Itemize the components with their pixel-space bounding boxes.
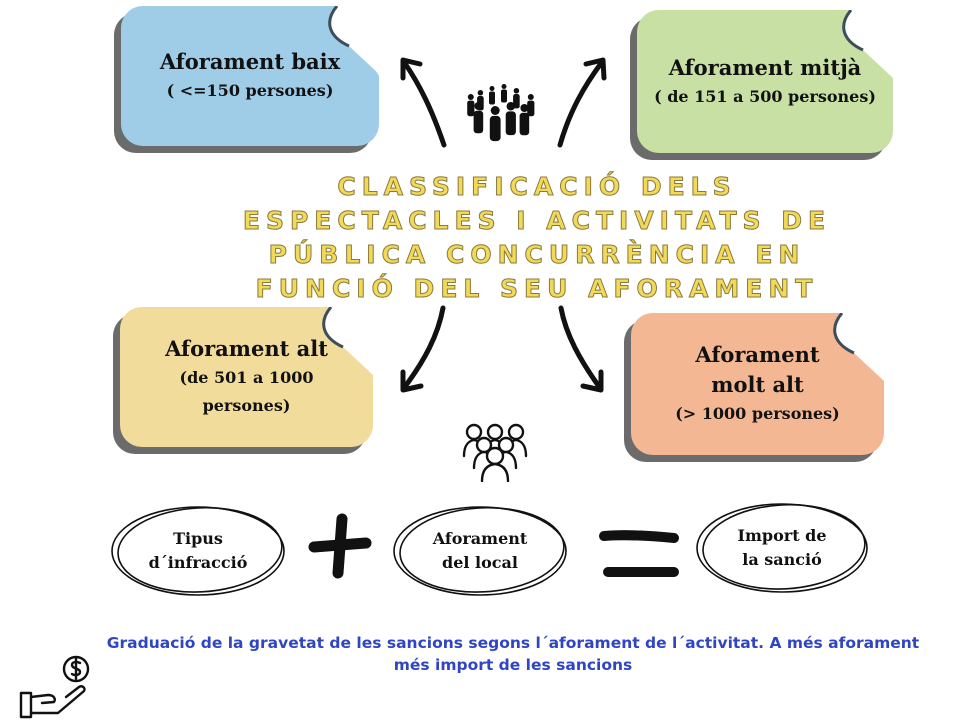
note-aforament-baix: Aforament baix ( <=150 persones) (121, 6, 379, 146)
note-title-cont: molt alt (711, 372, 804, 397)
note-aforament-molt-alt: Aforament molt alt (> 1000 persones) (631, 313, 884, 455)
scribble-oval (111, 506, 285, 596)
page-curl-icon (833, 313, 884, 381)
arrows (400, 57, 607, 393)
note-title: Aforament (695, 342, 820, 367)
note-aforament-mitja: Aforament mitjà ( de 151 a 500 persones) (637, 10, 893, 153)
page-curl-icon (842, 10, 893, 78)
term-label: Aforament (432, 529, 528, 548)
note-range-cont: persones) (202, 396, 291, 415)
note-title: Aforament alt (165, 336, 328, 361)
page-curl-icon (328, 6, 379, 76)
note-range: ( <=150 persones) (166, 81, 334, 100)
scribble-oval (696, 503, 868, 593)
formula-term-capacity: Aforament del local (390, 503, 570, 599)
term-label: Tipus (173, 529, 223, 548)
caption: Graduació de la gravetat de les sancions… (50, 632, 976, 676)
term-label-cont: d´infracció (148, 553, 248, 572)
note-title: Aforament baix (159, 49, 341, 74)
result-label-cont: la sanció (742, 550, 822, 569)
note-aforament-alt: Aforament alt (de 501 a 1000 persones) (120, 307, 373, 447)
note-range: (de 501 a 1000 (179, 368, 314, 387)
caption-line-2: més import de les sancions (393, 656, 633, 674)
group-icon (462, 423, 528, 482)
term-label-cont: del local (442, 553, 518, 572)
diagram-title: CLASSIFICACIÓ DELS ESPECTACLES I ACTIVIT… (242, 172, 832, 304)
plus-icon (308, 513, 372, 579)
caption-line-1: Graduació de la gravetat de les sancions… (106, 634, 920, 652)
formula-result-fine: Import de la sanció (693, 500, 871, 596)
note-title: Aforament mitjà (668, 54, 862, 80)
page-curl-icon (322, 307, 373, 375)
note-range: ( de 151 a 500 persones) (654, 86, 876, 106)
equals-icon (599, 530, 679, 577)
formula-term-infraction: Tipus d´infracció (108, 503, 288, 599)
scribble-oval (393, 506, 567, 596)
result-label: Import de (737, 526, 827, 545)
crowd-icon (467, 84, 535, 142)
hand-money-icon (19, 655, 90, 719)
note-range: (> 1000 persones) (675, 404, 840, 423)
